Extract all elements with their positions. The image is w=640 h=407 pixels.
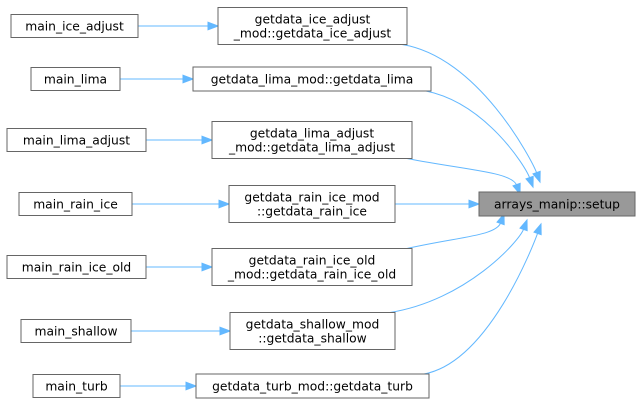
node-gd_ice_adjust-label-2: _mod::getdata_ice_adjust: [233, 26, 392, 40]
node-main_rain_ice_old-box: [6, 255, 147, 279]
node-main_lima-box: [30, 67, 121, 91]
edge-arrowhead: [532, 170, 541, 184]
node-gd_turb-box: [195, 373, 430, 399]
node-gd_rain_ice-label-1: getdata_rain_ice_mod: [244, 190, 379, 204]
node-gd_lima-box: [192, 66, 432, 92]
edge-arrowhead: [218, 199, 231, 209]
edge-arrowhead: [201, 262, 214, 272]
node-main_lima-label-1: main_lima: [44, 72, 107, 86]
edge-main_lima_adjust-to-gd_lima_adjust: [146, 135, 214, 145]
node-main_turb[interactable]: main_turb: [32, 374, 121, 398]
node-gd_lima_adjust[interactable]: getdata_lima_adjust_mod::getdata_lima_ad…: [211, 121, 413, 159]
node-main_ice_adjust-label-1: main_ice_adjust: [25, 19, 124, 33]
node-gd_rain_ice[interactable]: getdata_rain_ice_mod::getdata_rain_ice: [228, 185, 396, 223]
edge-line: [401, 44, 538, 174]
node-main_lima[interactable]: main_lima: [30, 67, 121, 91]
node-main_ice_adjust-box: [10, 14, 139, 38]
edge-gd_shallow-to-target: [389, 218, 528, 313]
edge-line: [423, 232, 539, 375]
node-gd_shallow-label-2: ::getdata_shallow: [258, 331, 366, 345]
node-gd_rain_ice_old-box: [211, 248, 413, 286]
edge-gd_ice_adjust-to-target: [401, 44, 541, 184]
node-gd_lima[interactable]: getdata_lima_mod::getdata_lima: [192, 66, 432, 92]
node-main_lima_adjust-label-1: main_lima_adjust: [23, 133, 130, 147]
node-gd_rain_ice_old-label-2: _mod::getdata_rain_ice_old: [227, 267, 396, 281]
edge-gd_rain_ice_old-to-target: [406, 212, 505, 249]
node-main_rain_ice_old[interactable]: main_rain_ice_old: [6, 255, 147, 279]
node-main_lima_adjust-box: [6, 128, 147, 152]
node-main_rain_ice-label-1: main_rain_ice: [33, 197, 118, 211]
edge-line: [406, 158, 518, 186]
node-gd_shallow-label-1: getdata_shallow_mod: [246, 317, 380, 331]
node-gd_rain_ice_old[interactable]: getdata_rain_ice_old_mod::getdata_rain_i…: [211, 248, 413, 286]
node-gd_turb[interactable]: getdata_turb_mod::getdata_turb: [195, 373, 430, 399]
node-gd_lima_adjust-label-1: getdata_lima_adjust: [250, 126, 374, 140]
node-main_turb-label-1: main_turb: [45, 379, 108, 393]
node-main_shallow-box: [20, 319, 132, 343]
node-gd_shallow[interactable]: getdata_shallow_mod::getdata_shallow: [229, 312, 396, 350]
node-gd_lima-label-1: getdata_lima_mod::getdata_lima: [211, 72, 414, 86]
edge-main_rain_ice-to-gd_rain_ice: [132, 199, 231, 209]
node-gd_rain_ice-label-2: ::getdata_rain_ice: [257, 204, 367, 218]
node-arrays-manip-setup-box: [478, 191, 636, 217]
edge-main_ice_adjust-to-gd_ice_adjust: [138, 21, 220, 31]
node-main_rain_ice-box: [18, 192, 133, 216]
edge-line: [406, 222, 502, 249]
edge-arrowhead: [219, 326, 232, 336]
edge-arrowhead: [185, 381, 198, 391]
node-gd_ice_adjust[interactable]: getdata_ice_adjust_mod::getdata_ice_adju…: [217, 7, 408, 45]
node-main_turb-box: [32, 374, 121, 398]
node-main_rain_ice[interactable]: main_rain_ice: [18, 192, 133, 216]
node-gd_rain_ice-box: [228, 185, 396, 223]
edge-gd_lima_adjust-to-target: [406, 158, 521, 196]
node-gd_lima_adjust-label-2: _mod::getdata_lima_adjust: [228, 140, 395, 154]
edge-gd_lima-to-target: [425, 90, 534, 189]
node-gd_rain_ice_old-label-1: getdata_rain_ice_old: [249, 253, 376, 267]
edge-gd_rain_ice-to-target: [395, 199, 481, 209]
node-gd_ice_adjust-label-1: getdata_ice_adjust: [255, 12, 371, 26]
edge-arrowhead: [519, 218, 528, 232]
call-edges: [120, 21, 542, 391]
edge-main_shallow-to-gd_shallow: [131, 326, 232, 336]
edge-line: [389, 228, 525, 313]
edge-arrowhead: [525, 175, 534, 189]
edge-arrowhead: [533, 222, 542, 236]
edge-main_lima-to-gd_lima: [120, 74, 195, 84]
node-main_ice_adjust[interactable]: main_ice_adjust: [10, 14, 139, 38]
edge-main_rain_ice_old-to-gd_rain_ice_old: [146, 262, 214, 272]
node-gd_lima_adjust-box: [211, 121, 413, 159]
node-main_shallow-label-1: main_shallow: [34, 324, 117, 338]
node-main_lima_adjust[interactable]: main_lima_adjust: [6, 128, 147, 152]
edge-arrowhead: [207, 21, 220, 31]
node-main_rain_ice_old-label-1: main_rain_ice_old: [22, 260, 131, 274]
edge-arrowhead: [182, 74, 195, 84]
edge-main_turb-to-gd_turb: [120, 381, 198, 391]
edge-line: [425, 90, 531, 179]
node-gd_turb-label-1: getdata_turb_mod::getdata_turb: [212, 379, 413, 393]
node-main_shallow[interactable]: main_shallow: [20, 319, 132, 343]
edge-arrowhead: [496, 212, 505, 226]
node-gd_shallow-box: [229, 312, 396, 350]
node-arrays-manip-setup: arrays_manip::setup: [478, 191, 636, 217]
node-arrays-manip-setup-label-1: arrays_manip::setup: [494, 197, 620, 211]
edge-gd_turb-to-target: [423, 222, 542, 375]
edge-arrowhead: [512, 182, 521, 196]
edge-arrowhead: [201, 135, 214, 145]
node-gd_ice_adjust-box: [217, 7, 408, 45]
edge-arrowhead: [468, 199, 481, 209]
